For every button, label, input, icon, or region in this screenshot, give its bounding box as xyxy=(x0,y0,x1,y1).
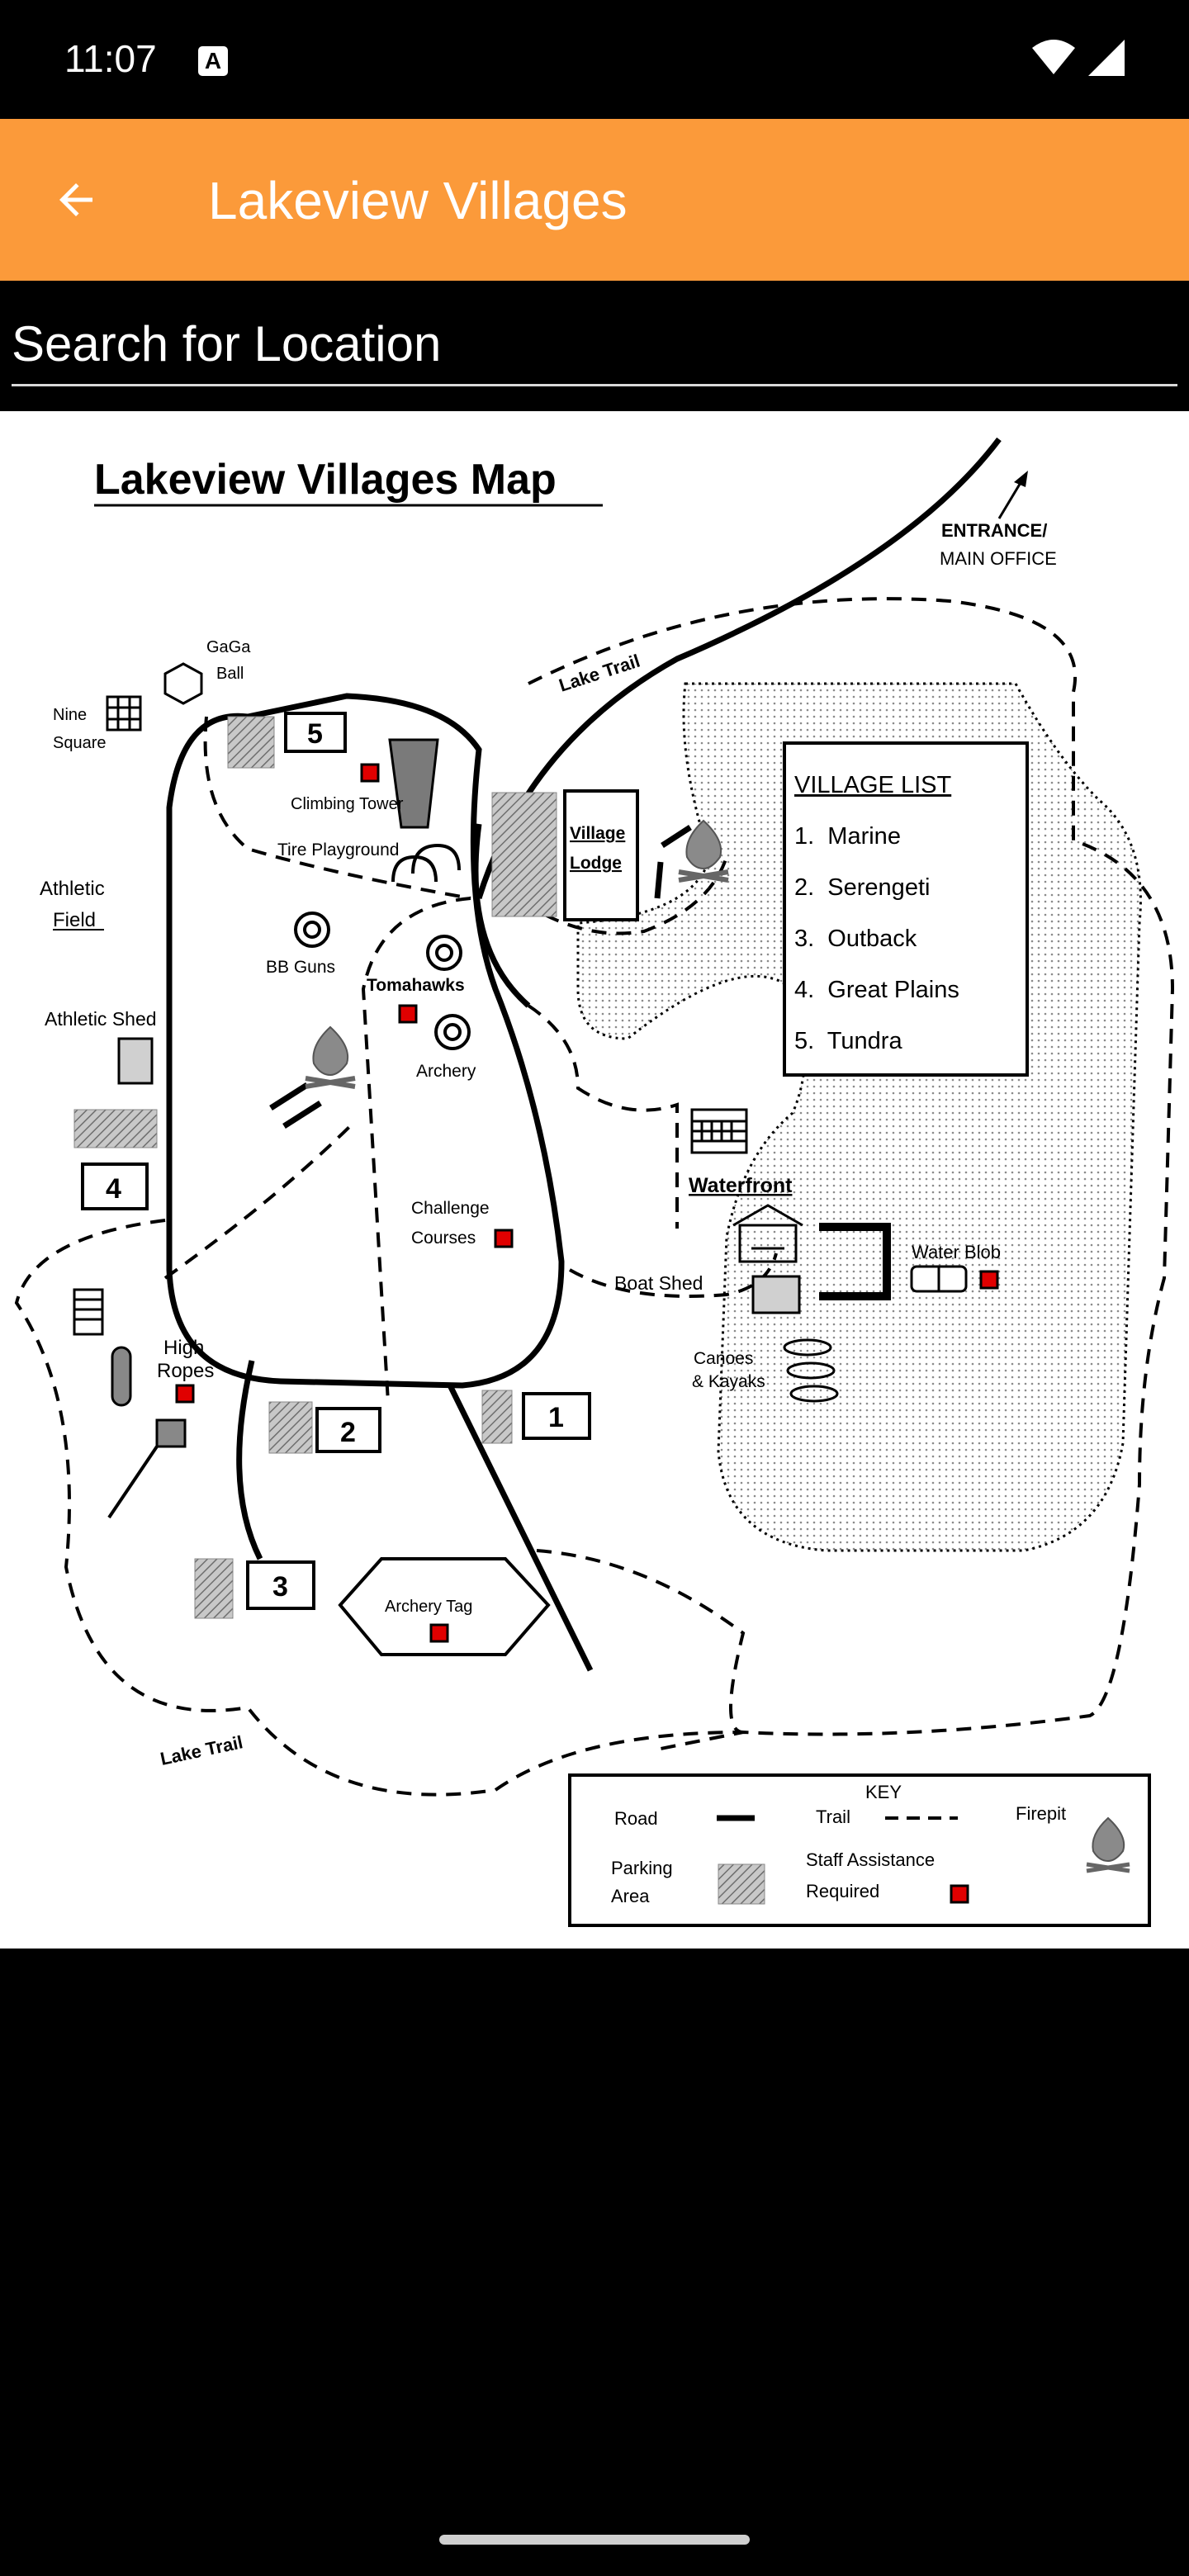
challenge-courses-label-2: Courses xyxy=(411,1229,476,1248)
parking-3-label: 3 xyxy=(272,1571,288,1603)
benches xyxy=(269,825,692,1129)
key-road-label: Road xyxy=(614,1808,658,1829)
village-list-item: 5. Tundra xyxy=(794,1028,902,1054)
canoes-label: Canoes xyxy=(694,1349,753,1368)
boat-shed-label: Boat Shed xyxy=(614,1272,703,1294)
key-firepit-label: Firepit xyxy=(1016,1803,1066,1824)
archery-tag-label: Archery Tag xyxy=(385,1598,472,1616)
athletic-shed-label: Athletic Shed xyxy=(45,1008,157,1030)
target-icons xyxy=(294,912,471,1050)
nine-square-label-2: Square xyxy=(53,734,107,752)
village-list-item: 2. Serengeti xyxy=(794,874,930,901)
search-input[interactable] xyxy=(12,304,1177,386)
signal-icon xyxy=(1088,40,1125,76)
firepit-icons xyxy=(305,819,729,1089)
staff-assistance-markers xyxy=(175,763,999,1643)
parking-areas xyxy=(73,716,557,1619)
app-bar: Lakeview Villages xyxy=(0,119,1189,281)
wifi-icon xyxy=(1032,40,1075,74)
village-lodge-label: Village xyxy=(570,824,625,843)
high-ropes-label: High xyxy=(163,1337,204,1359)
nine-square-label: Nine xyxy=(53,706,87,724)
home-gesture-bar[interactable] xyxy=(439,2535,750,2545)
archery-label: Archery xyxy=(416,1062,476,1081)
canoes-label-2: & Kayaks xyxy=(692,1372,765,1391)
entrance-label: ENTRANCE/ xyxy=(941,520,1047,541)
arrow-left-icon xyxy=(59,183,92,216)
parking-5-label: 5 xyxy=(307,718,323,750)
status-time: 11:07 xyxy=(64,37,157,80)
a-icon: A xyxy=(198,46,228,76)
key-staff-label-2: Required xyxy=(806,1881,879,1901)
dock xyxy=(819,1223,891,1300)
back-button[interactable] xyxy=(33,157,119,243)
village-list-item: 3. Outback xyxy=(794,926,917,952)
ladder-icon xyxy=(73,1288,104,1336)
gaga-hexagon xyxy=(163,662,203,705)
ropes-pole xyxy=(111,1346,132,1407)
page-title: Lakeview Villages xyxy=(208,171,628,230)
lake-trail-bottom-label: Lake Trail xyxy=(159,1731,244,1769)
athletic-field-label: Athletic xyxy=(40,878,105,900)
status-icons xyxy=(1032,40,1125,76)
camp-map[interactable]: Lakeview Villages Map ENTRANCE/ xyxy=(0,411,1189,1949)
parking-1-label: 1 xyxy=(548,1402,564,1433)
climbing-tower-label: Climbing Tower xyxy=(291,795,404,813)
waterfront-label: Waterfront xyxy=(689,1174,793,1197)
gaga-label-2: Ball xyxy=(216,665,244,683)
parking-number-boxes xyxy=(81,712,591,1610)
key-parking-label-2: Area xyxy=(611,1886,650,1906)
high-ropes-label-2: Ropes xyxy=(157,1360,214,1382)
archery-tag-field xyxy=(338,1557,551,1656)
village-list-item: 1. Marine xyxy=(794,823,901,850)
boat-shed xyxy=(751,1275,801,1314)
map-title: Lakeview Villages Map xyxy=(94,456,557,504)
village-list: VILLAGE LIST 1. Marine 2. Serengeti 3. O… xyxy=(783,741,1029,1077)
map-key: KEY Road Trail Firepit Parking Area Staf… xyxy=(568,1773,1151,1927)
village-list-item: 4. Great Plains xyxy=(794,977,959,1003)
key-staff-label: Staff Assistance xyxy=(806,1849,935,1870)
village-lodge xyxy=(563,789,639,921)
climbing-tower xyxy=(388,738,439,829)
trails xyxy=(14,597,1175,1797)
athletic-field-label-2: Field xyxy=(53,909,96,931)
status-bar: 11:07 A xyxy=(0,0,1189,119)
key-trail-label: Trail xyxy=(816,1807,850,1827)
pavilion xyxy=(732,1204,803,1263)
parking-2-label: 2 xyxy=(340,1417,356,1448)
gaga-label: GaGa xyxy=(206,638,251,656)
key-title: KEY xyxy=(865,1782,902,1802)
tire-playground xyxy=(391,843,461,883)
ropes-platform xyxy=(155,1418,187,1448)
tire-playground-label: Tire Playground xyxy=(277,841,399,859)
map-drawing: Lakeview Villages Map ENTRANCE/ xyxy=(14,437,1175,1927)
canoe-icons xyxy=(783,1338,839,1403)
village-list-title: VILLAGE LIST xyxy=(794,772,951,798)
water-blob-label: Water Blob xyxy=(912,1242,1001,1262)
nine-square-grid xyxy=(106,695,142,732)
tomahawks-label: Tomahawks xyxy=(367,976,465,995)
village-lodge-label-2: Lodge xyxy=(570,854,622,873)
volleyball-net xyxy=(690,1108,748,1154)
parking-4-label: 4 xyxy=(106,1173,121,1205)
bb-guns-label: BB Guns xyxy=(266,958,335,977)
key-parking-label: Parking xyxy=(611,1858,673,1878)
challenge-courses-label: Challenge xyxy=(411,1199,490,1218)
entrance-label-2: MAIN OFFICE xyxy=(940,548,1057,569)
athletic-shed xyxy=(117,1037,154,1085)
